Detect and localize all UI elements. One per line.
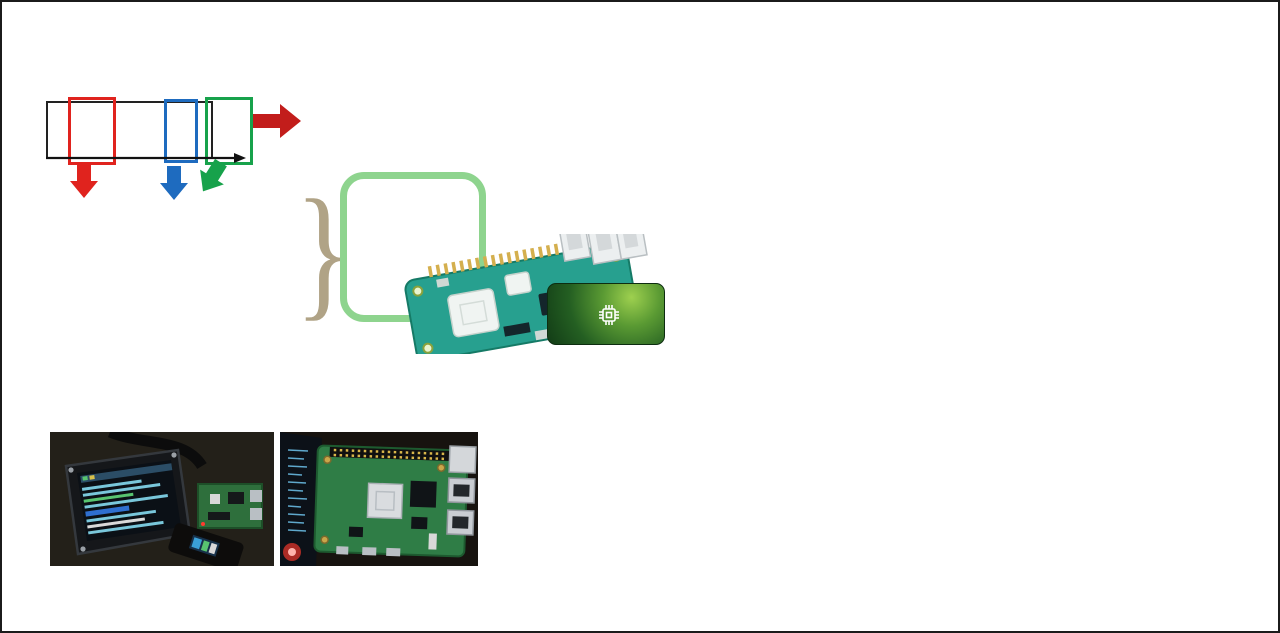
regime-window-red [68,97,116,165]
down-arrow-green-icon [200,158,227,192]
model-b-phase-portrait [116,253,199,323]
model-c-phase-portrait [206,253,289,323]
forecast-arrow-icon [253,104,301,138]
microedge-ai-badge [547,283,665,345]
regime-window-blue [164,99,198,163]
down-arrow-blue-icon [160,166,188,200]
photo-raspberry-pi-display [50,432,274,566]
regime-window-green [205,97,253,165]
chip-icon [598,304,619,325]
down-arrow-red-icon [70,164,98,198]
time-axis [46,153,246,163]
model-b-signal [116,198,199,250]
model-c-signal [206,198,289,250]
model-a-signal [26,198,109,250]
photo-raspberry-pi-closeup [280,432,478,566]
comparison-block [491,430,705,434]
regime-chart [652,120,1264,272]
model-a-phase-portrait [26,253,109,323]
